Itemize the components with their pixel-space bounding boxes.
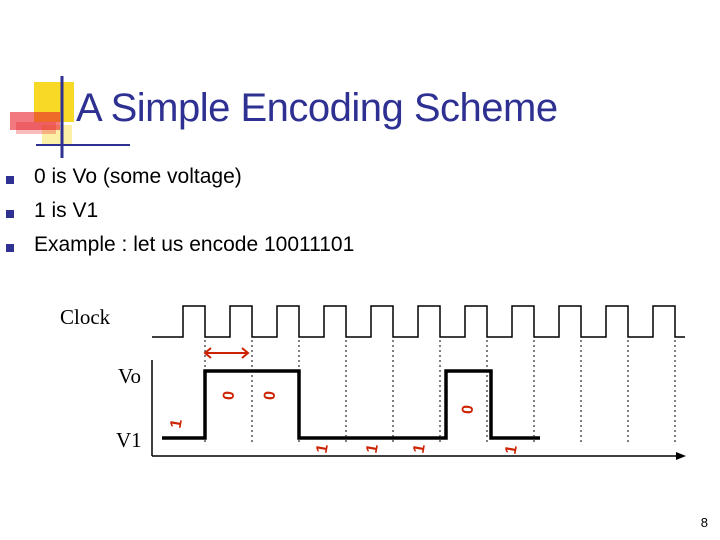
bit-label-6: 1 [411, 443, 429, 455]
bullet-item: Example : let us encode 10011101 [0, 233, 600, 263]
bit-label-2: 0 [220, 390, 238, 400]
bit-label-3: 0 [261, 390, 279, 400]
encoded-signal [162, 369, 540, 440]
bullet-text: 0 is Vo (some voltage) [34, 165, 242, 188]
bit-label-7: 0 [459, 404, 477, 414]
slide-logo [10, 76, 130, 158]
time-axis-arrow-icon [676, 452, 686, 460]
slide-title: A Simple Encoding Scheme [76, 86, 558, 130]
page-number: 8 [700, 515, 708, 530]
clock-signal [152, 305, 685, 338]
bit-label-8: 1 [503, 444, 521, 456]
bit-label-4: 1 [314, 443, 332, 455]
bit-label-1: 1 [168, 418, 186, 430]
clock-label: Clock [60, 305, 111, 329]
bit-label-5: 1 [364, 443, 382, 455]
vo-label: Vo [118, 364, 141, 388]
bit-period-arrow [203, 347, 250, 359]
bullet-item: 1 is V1 [0, 199, 600, 229]
bullet-text: 1 is V1 [34, 199, 99, 222]
bullet-square-icon [6, 176, 14, 184]
bullet-item: 0 is Vo (some voltage) [0, 165, 600, 195]
bullet-text: Example : let us encode 10011101 [34, 233, 355, 256]
bit-annotations: 1 0 0 1 1 1 0 1 [168, 390, 521, 455]
bullet-square-icon [6, 210, 14, 218]
bullet-square-icon [6, 244, 14, 252]
v1-label: V1 [116, 428, 142, 452]
